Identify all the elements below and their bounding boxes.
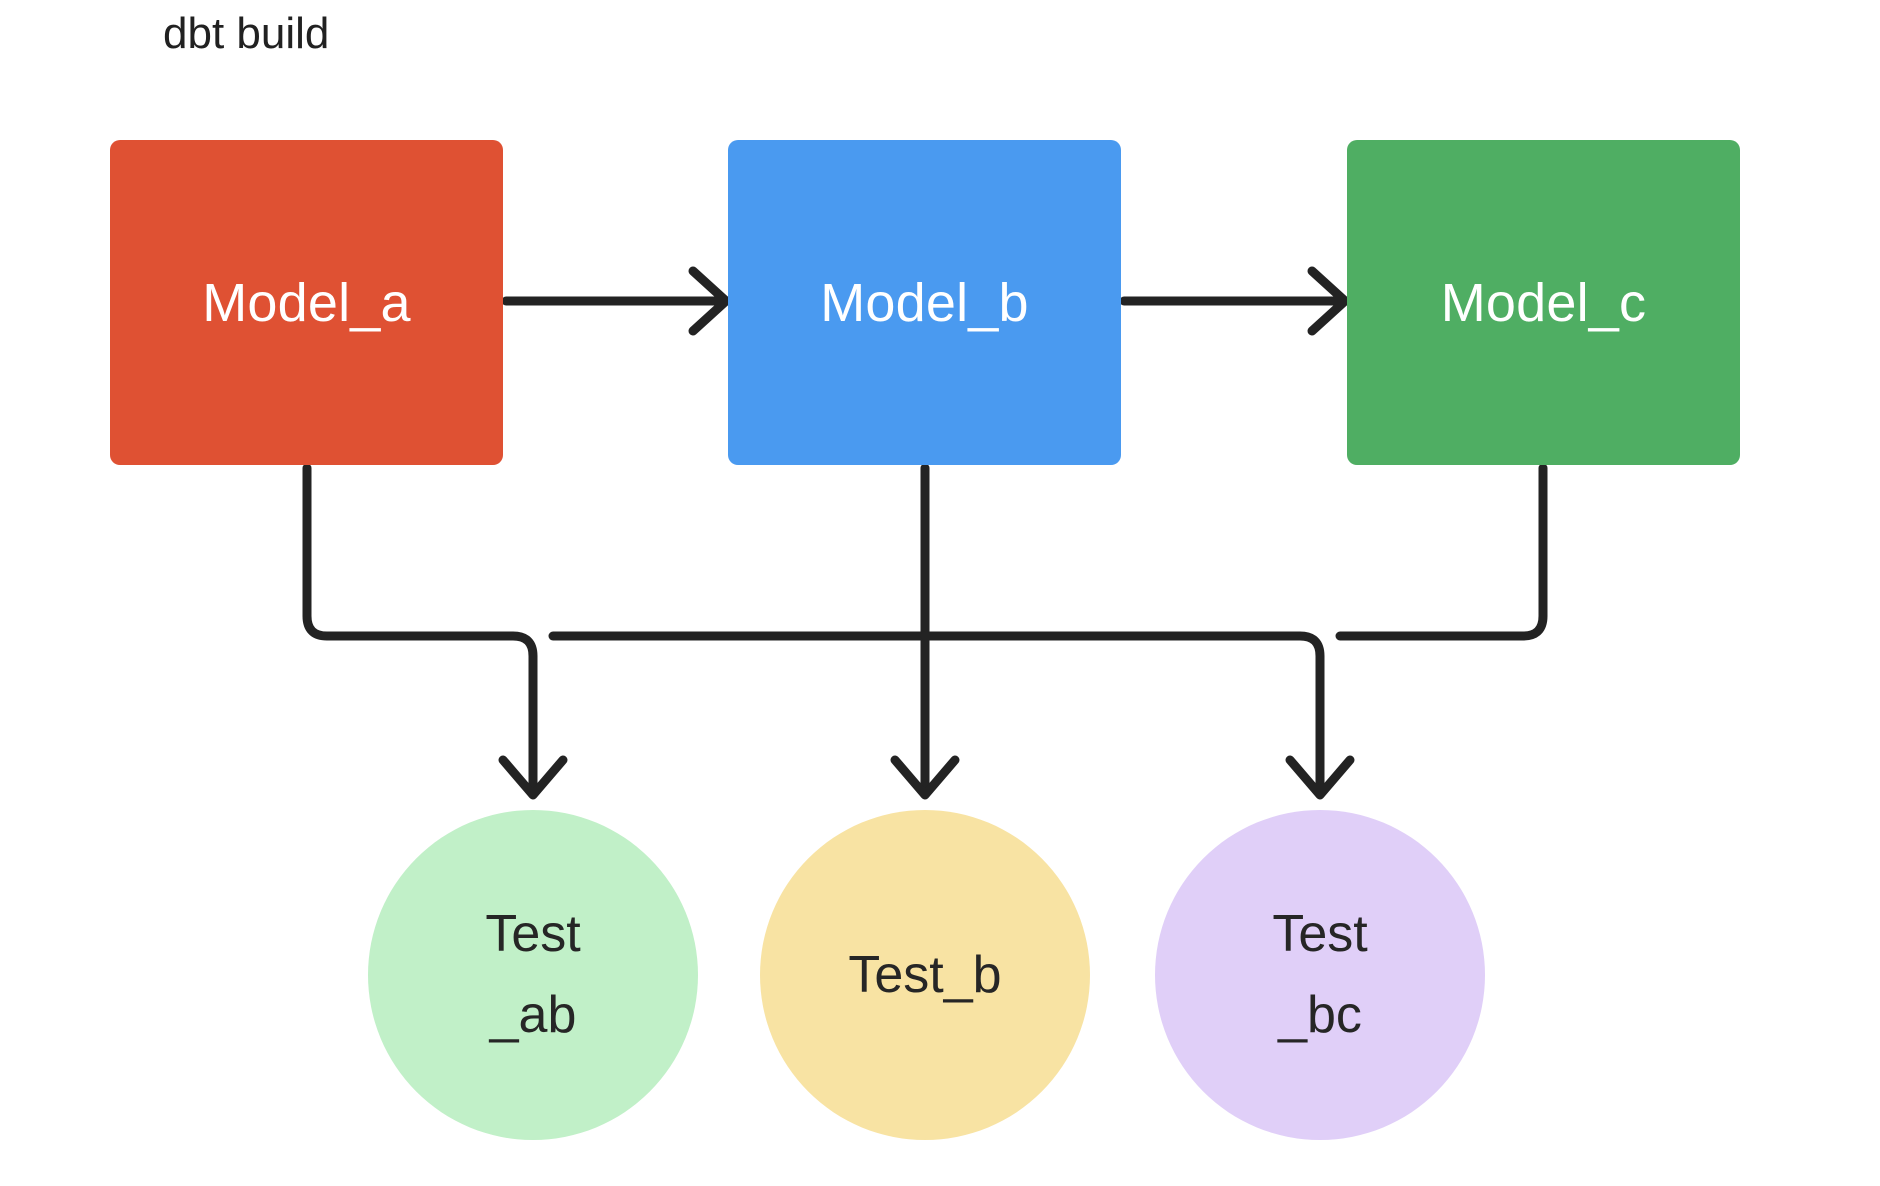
node-test-ab[interactable]: Test _ab [368, 810, 698, 1140]
node-model-c[interactable]: Model_c [1347, 140, 1740, 465]
node-test-b-label-line1: Test_b [848, 945, 1002, 1004]
edge-model-b-to-test-bc [920, 631, 1355, 800]
node-model-a[interactable]: Model_a [110, 140, 503, 465]
node-test-b[interactable]: Test_b [760, 810, 1090, 1140]
node-model-a-label: Model_a [202, 272, 411, 333]
edge-model-b-to-model-c [1119, 266, 1350, 336]
edge-model-c-to-test-bc [1335, 463, 1548, 641]
node-model-c-label: Model_c [1440, 272, 1647, 333]
edge-model-b-to-test-b [890, 463, 960, 800]
node-model-b[interactable]: Model_b [728, 140, 1121, 465]
edge-model-a-to-test-ab [302, 463, 568, 800]
diagram-title: dbt build [163, 9, 330, 58]
node-test-bc[interactable]: Test _bc [1155, 810, 1485, 1140]
node-test-ab-label-line2: _ab [489, 986, 577, 1044]
node-test-bc-label-line1: Test [1272, 905, 1368, 964]
node-model-b-label: Model_b [820, 272, 1029, 333]
node-test-bc-label-line2: _bc [1278, 986, 1362, 1044]
node-test-ab-label-line1: Test [485, 905, 581, 964]
edge-model-a-to-model-b [501, 266, 731, 336]
